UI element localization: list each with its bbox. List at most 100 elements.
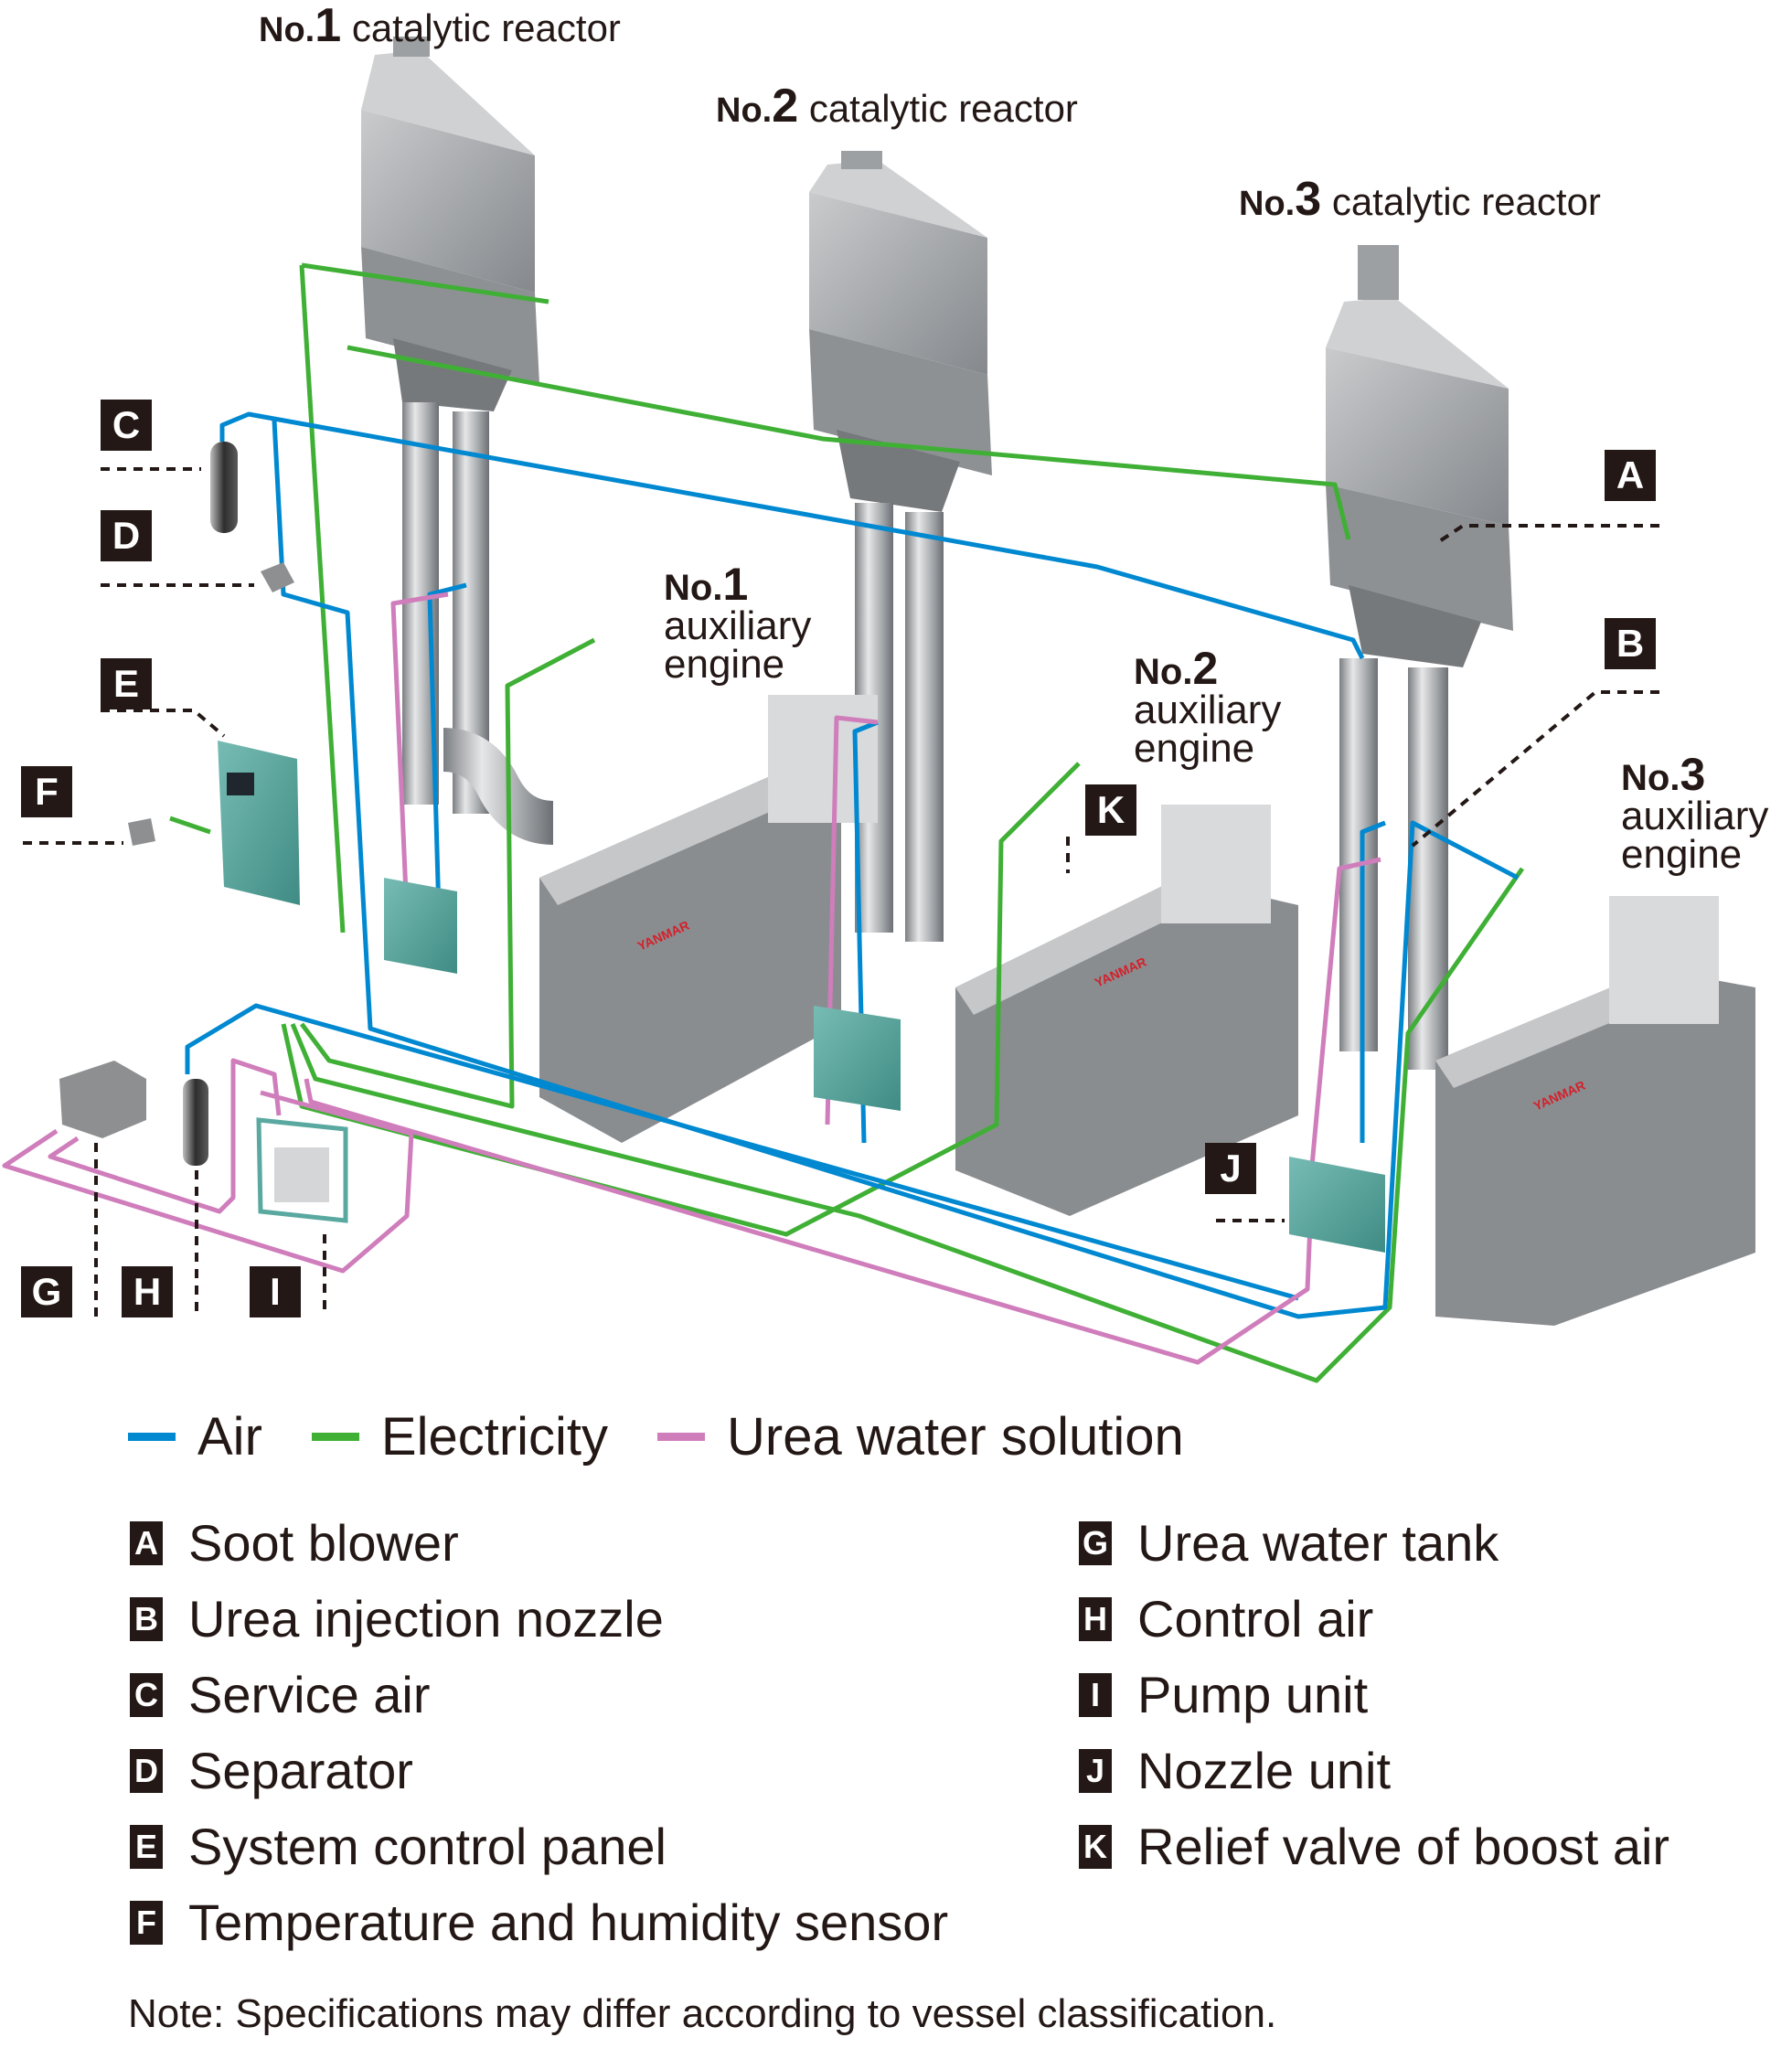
sensor-signal-arrow [169, 816, 211, 835]
reactor-1 [361, 37, 555, 845]
engine-1: YANMAR [539, 695, 878, 1143]
reactor-prefix: No. [259, 11, 315, 49]
engine-line2: engine [1621, 832, 1743, 877]
engine-number: 2 [1192, 643, 1219, 694]
reactor-number: 1 [315, 0, 342, 52]
key-letter: I [1079, 1672, 1112, 1717]
reactor-3-title: No.3 catalytic reactor [1239, 176, 1601, 223]
engine-line1: auxiliary [1621, 794, 1769, 838]
reactor-prefix: No. [716, 91, 773, 130]
legend-item-air: Air [128, 1406, 262, 1467]
pump-unit [256, 1117, 348, 1223]
air-line [272, 420, 1520, 1319]
key-label: Urea water tank [1137, 1514, 1499, 1572]
air-line [427, 582, 1386, 1144]
key-label: System control panel [188, 1818, 667, 1875]
reactor-2-title: No.2 catalytic reactor [716, 82, 1078, 130]
nozzle-unit-2 [814, 1006, 901, 1111]
callout-badge-j: J [1205, 1143, 1256, 1194]
engine-number: 3 [1680, 749, 1706, 800]
reactor-label: catalytic reactor [808, 87, 1078, 130]
engine-prefix: No. [1134, 652, 1193, 692]
key-label: Relief valve of boost air [1137, 1818, 1670, 1875]
reactor-label: catalytic reactor [351, 6, 621, 49]
callout-badge-g: G [21, 1266, 72, 1317]
footnote: Note: Specifications may differ accordin… [128, 1991, 1277, 2036]
control-air-tank [183, 1079, 208, 1166]
key-item-a: A Soot blower [130, 1505, 948, 1581]
separator-unit [261, 562, 294, 592]
engine-prefix: No. [664, 568, 723, 608]
engine-line1: auxiliary [1134, 688, 1282, 732]
callout-badge-c: C [101, 400, 152, 451]
engine-prefix: No. [1621, 758, 1680, 798]
key-label: Service air [188, 1666, 431, 1723]
urea-line [48, 1058, 282, 1214]
key-label: Temperature and humidity sensor [188, 1893, 949, 1951]
electricity-line [299, 262, 1351, 933]
key-item-e: E System control panel [130, 1808, 948, 1884]
key-label: Soot blower [188, 1514, 459, 1572]
scr-system-diagram: YANMAR YANMAR YANMAR [2, 37, 1755, 1383]
reactor-label: catalytic reactor [1331, 180, 1601, 223]
reactor-prefix: No. [1239, 185, 1296, 223]
key-item-c: C Service air [130, 1657, 948, 1733]
callout-badge-e: E [101, 658, 152, 709]
electricity-line [290, 867, 1525, 1383]
air-swatch-icon [128, 1433, 176, 1441]
urea-line [390, 592, 1381, 1167]
engine-3: YANMAR [1435, 896, 1755, 1326]
key-letter: D [130, 1748, 163, 1793]
key-letter: G [1079, 1520, 1112, 1565]
key-item-f: F Temperature and humidity sensor [130, 1884, 948, 1960]
engine-2-title: No.2 auxiliary engine [1134, 645, 1282, 769]
key-item-b: B Urea injection nozzle [130, 1581, 948, 1657]
electricity-swatch-icon [311, 1433, 359, 1441]
callout-badge-a: A [1605, 450, 1656, 501]
key-label: Separator [188, 1742, 413, 1799]
reactor-number: 3 [1295, 173, 1322, 226]
urea-swatch-icon [657, 1433, 706, 1441]
key-letter: J [1079, 1748, 1112, 1793]
key-letter: F [130, 1900, 163, 1945]
service-air-tank [210, 442, 238, 533]
key-letter: E [130, 1824, 163, 1869]
key-item-d: D Separator [130, 1733, 948, 1808]
reactor-1-title: No.1 catalytic reactor [259, 2, 621, 49]
engine-2: YANMAR [955, 805, 1298, 1216]
callout-badge-k: K [1085, 784, 1136, 836]
reactor-number: 2 [772, 80, 799, 133]
key-item-g: G Urea water tank [1079, 1505, 1669, 1581]
key-list-left: A Soot blower B Urea injection nozzle C Ser… [130, 1505, 948, 1960]
leader-line-e [101, 709, 226, 738]
system-control-panel [218, 741, 300, 905]
key-letter: A [130, 1520, 163, 1565]
key-item-j: J Nozzle unit [1079, 1733, 1669, 1808]
legend-item-urea: Urea water solution [657, 1406, 1184, 1467]
reactor-3 [1326, 245, 1513, 1070]
callout-badge-d: D [101, 510, 152, 561]
legend-label: Urea water solution [727, 1407, 1184, 1467]
engine-3-title: No.3 auxiliary engine [1621, 752, 1769, 877]
temp-humidity-sensor [128, 818, 155, 846]
callout-badge-b: B [1605, 618, 1656, 669]
callout-badge-h: H [122, 1266, 173, 1317]
engine-line1: auxiliary [664, 603, 812, 648]
legend-label: Air [197, 1407, 262, 1467]
key-label: Nozzle unit [1137, 1742, 1392, 1799]
reactor-2 [809, 151, 992, 942]
urea-line [2, 1090, 414, 1274]
legend-label: Electricity [380, 1407, 609, 1467]
engine-line2: engine [664, 642, 785, 687]
nozzle-unit-1 [384, 878, 457, 974]
air-line [219, 411, 1365, 660]
key-letter: B [130, 1596, 163, 1641]
urea-line [304, 1078, 1315, 1365]
key-letter: H [1079, 1596, 1112, 1641]
key-label: Urea injection nozzle [188, 1590, 664, 1648]
key-letter: C [130, 1672, 163, 1717]
urea-water-tank [59, 1061, 146, 1138]
legend-item-electricity: Electricity [311, 1406, 609, 1467]
engine-number: 1 [722, 559, 749, 610]
